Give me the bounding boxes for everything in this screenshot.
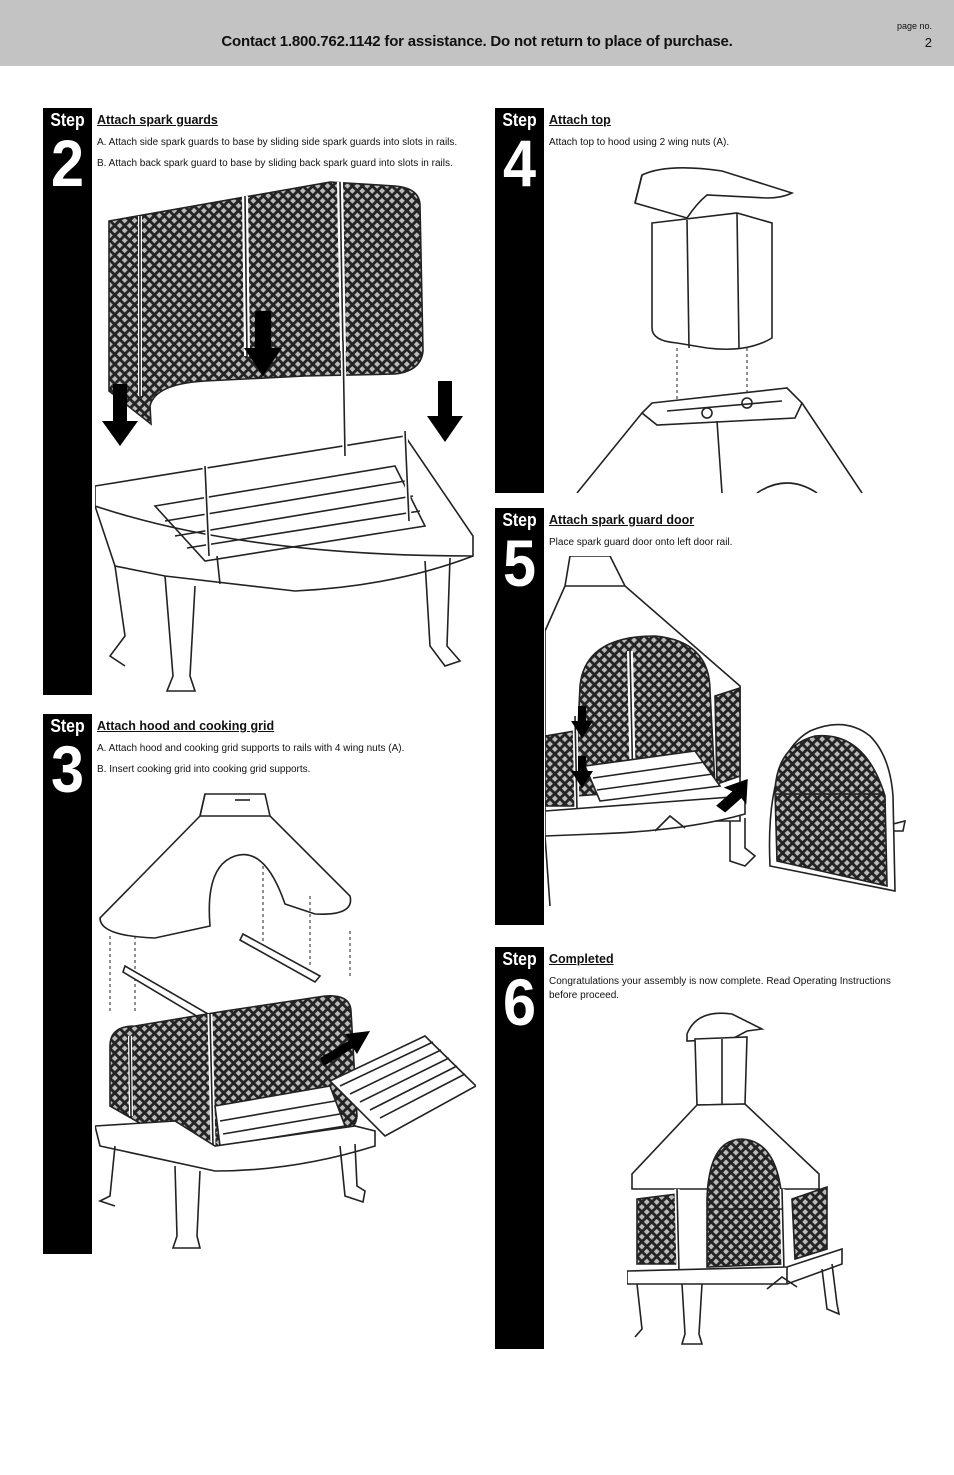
step-bar: Step 5	[495, 508, 544, 925]
attach-top-illustration	[547, 163, 865, 493]
step-title: Attach spark guards	[97, 113, 218, 127]
step-title: Attach top	[549, 113, 611, 127]
spark-guard-illustration	[95, 176, 475, 694]
step-word: Step	[502, 949, 537, 969]
step-bar: Step 4	[495, 108, 544, 493]
step-instruction-a: A. Attach side spark guards to base by s…	[97, 137, 458, 148]
step-6: Step 6 Completed Congratulations your as…	[495, 947, 905, 1349]
page-number: 2	[924, 35, 932, 50]
step-number: 4	[502, 126, 537, 200]
header-bar: Contact 1.800.762.1142 for assistance. D…	[0, 0, 954, 66]
step-number: 5	[502, 526, 537, 600]
completed-chiminea-illustration	[627, 1009, 849, 1347]
step-number: 3	[50, 732, 85, 806]
step-number: 6	[502, 965, 537, 1039]
step-title: Completed	[549, 952, 614, 966]
step-instruction-b: B. Insert cooking grid into cooking grid…	[97, 764, 311, 775]
step-3: Step 3 Attach hood and cooking grid A. A…	[43, 714, 476, 1254]
hood-and-grid-illustration	[95, 786, 476, 1251]
spark-guard-door-illustration	[545, 556, 920, 922]
step-title: Attach hood and cooking grid	[97, 719, 275, 733]
step-2: Step 2 Attach spark guards A. Attach sid…	[43, 108, 475, 695]
contact-notice: Contact 1.800.762.1142 for assistance. D…	[221, 33, 733, 50]
step-5: Step 5 Attach spark guard door Place spa…	[495, 508, 920, 925]
page-label: page no.	[896, 21, 932, 31]
step-instruction-a: Congratulations your assembly is now com…	[549, 976, 891, 987]
step-word: Step	[50, 110, 85, 130]
step-bar: Step 2	[43, 108, 92, 695]
step-instruction-b: before proceed.	[549, 990, 620, 1001]
step-title: Attach spark guard door	[549, 513, 695, 527]
step-instruction: Attach top to hood using 2 wing nuts (A)…	[549, 137, 730, 148]
step-word: Step	[502, 510, 537, 530]
step-bar: Step 3	[43, 714, 92, 1254]
step-4: Step 4 Attach top Attach top to hood usi…	[495, 108, 865, 493]
step-number: 2	[50, 126, 85, 200]
step-word: Step	[502, 110, 537, 130]
step-bar: Step 6	[495, 947, 544, 1349]
step-word: Step	[50, 716, 85, 736]
step-instruction-b: B. Attach back spark guard to base by sl…	[97, 158, 453, 169]
step-instruction-a: A. Attach hood and cooking grid supports…	[97, 743, 405, 754]
step-instruction: Place spark guard door onto left door ra…	[549, 537, 733, 548]
